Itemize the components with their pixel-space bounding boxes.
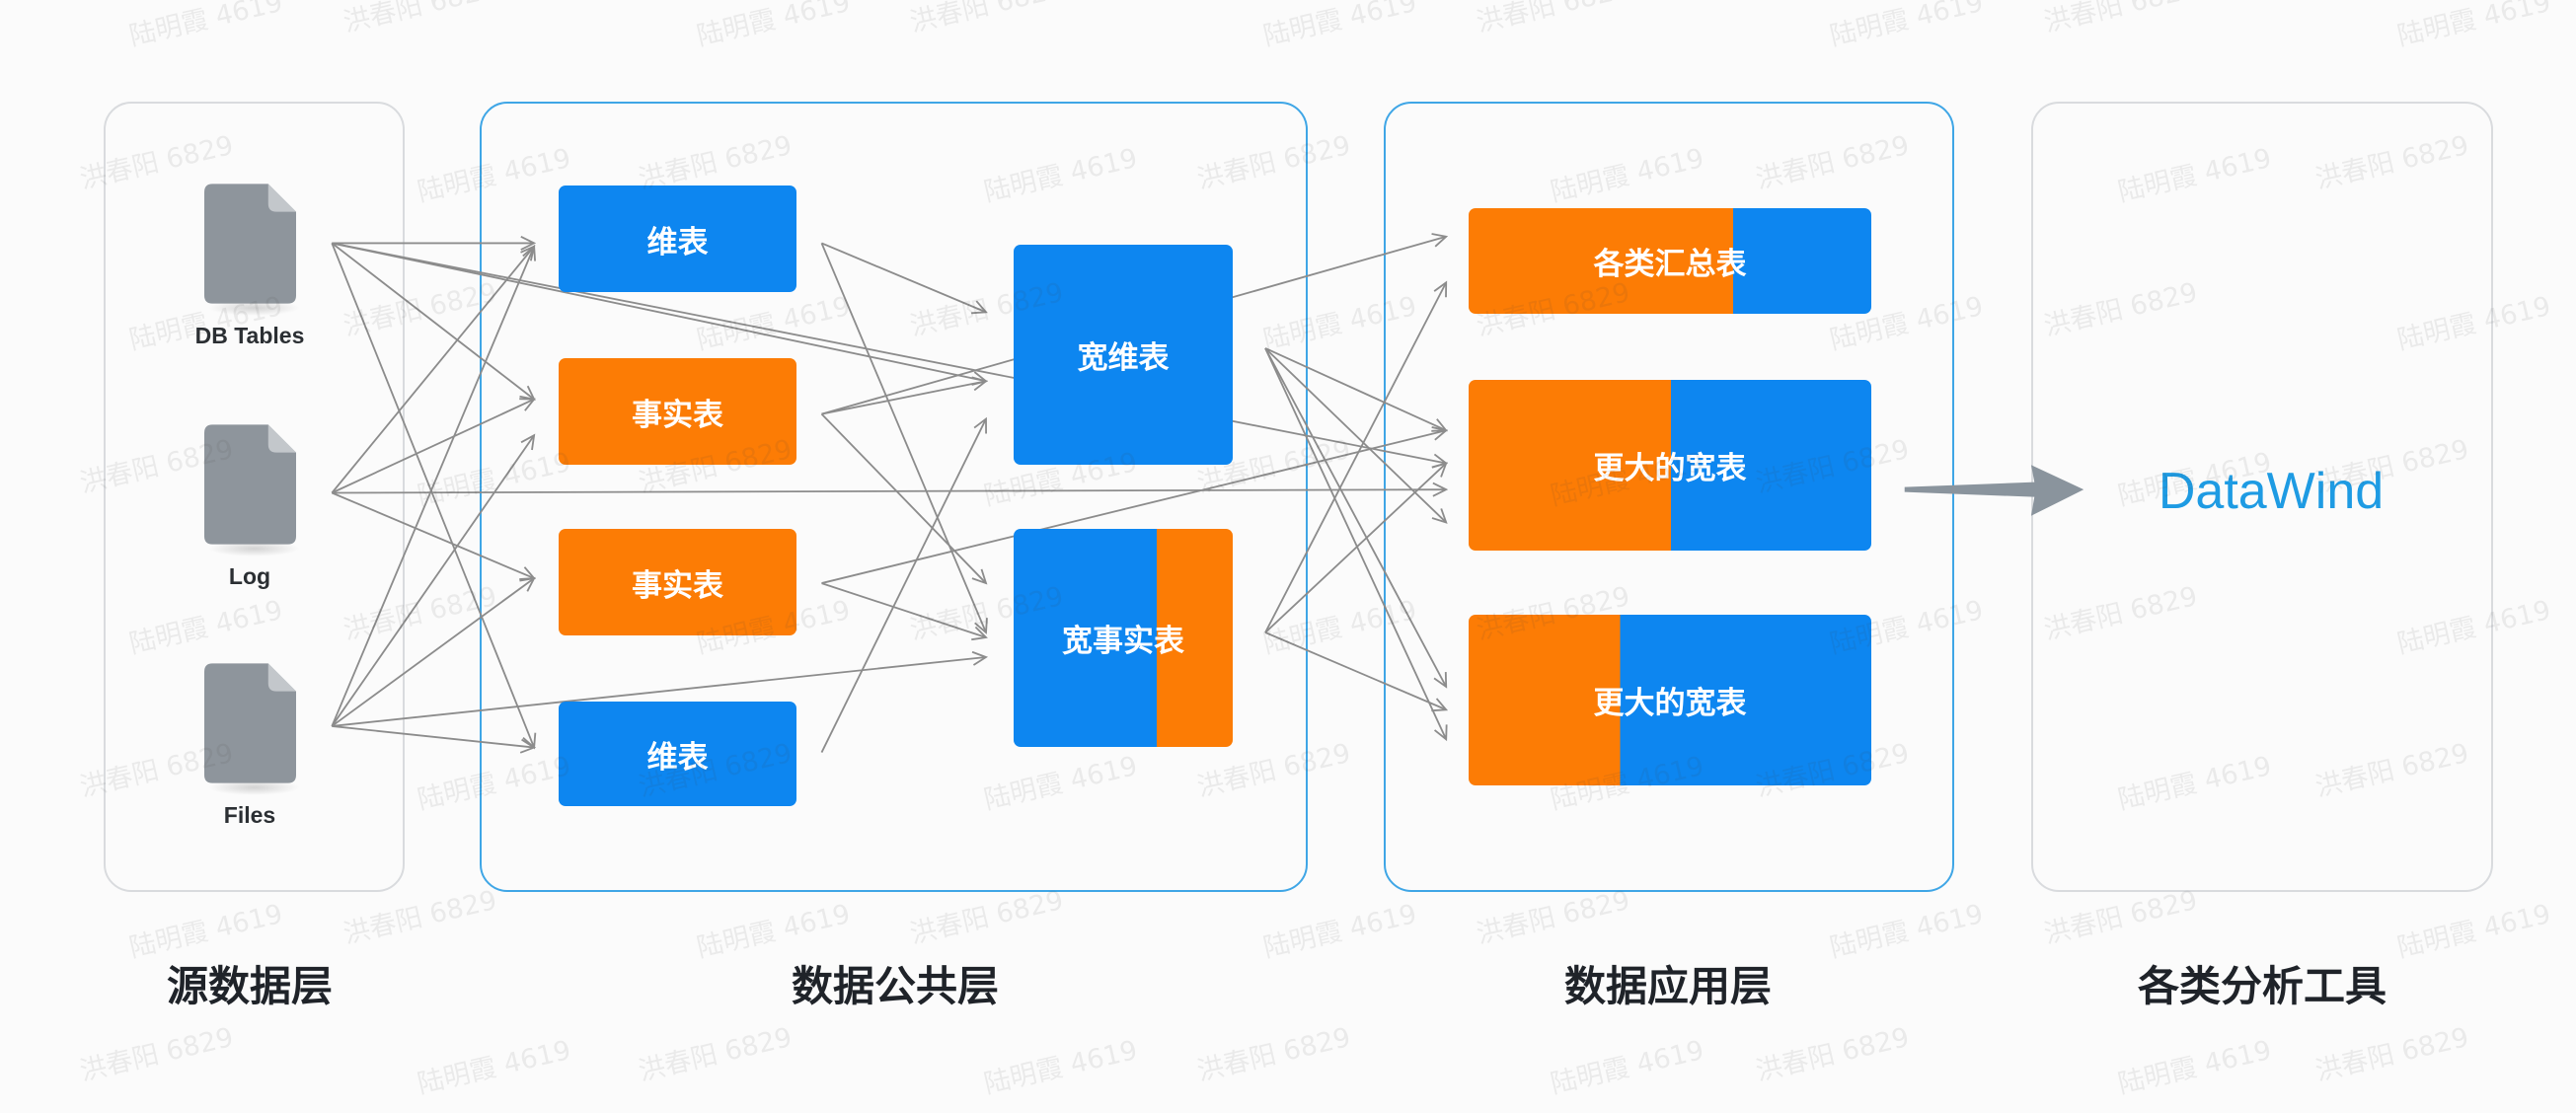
flow-arrow: [331, 491, 537, 580]
table-label: 维表: [646, 739, 709, 776]
flow-arrow: [332, 242, 989, 386]
source-files: Files: [151, 663, 348, 829]
wide-fact-table-box: 宽事实表: [1014, 529, 1233, 747]
document-icon: [203, 424, 296, 545]
application-layer-panel: [1384, 102, 1954, 892]
dimension-table-box: 维表: [559, 702, 796, 806]
flow-arrow: [1264, 347, 1448, 689]
flow-arrow: [820, 416, 988, 753]
larger-wide-table-box: 更大的宽表: [1469, 615, 1871, 785]
flow-arrow: [331, 576, 536, 727]
larger-wide-table-box: 更大的宽表: [1469, 380, 1871, 551]
flow-arrow: [331, 244, 537, 727]
fact-table-box: 事实表: [559, 529, 796, 635]
dimension-table-box: 维表: [559, 186, 796, 292]
flow-arrow: [821, 242, 988, 315]
table-label: 宽维表: [1077, 340, 1170, 376]
table-label: 更大的宽表: [1593, 451, 1747, 486]
layer-caption-application: 数据应用层: [1563, 962, 1772, 1010]
flow-arrow: [821, 376, 989, 415]
flow-arrow: [1264, 347, 1449, 432]
table-label: 各类汇总表: [1593, 247, 1747, 282]
flow-arrow: [1264, 631, 1449, 712]
flow-arrow: [820, 243, 988, 634]
table-label: 事实表: [632, 567, 723, 604]
flow-arrow: [821, 426, 1449, 584]
table-label: 更大的宽表: [1593, 686, 1747, 721]
flow-arrow: [1264, 280, 1448, 633]
flow-arrow: [332, 725, 537, 754]
flow-arrow: [331, 243, 537, 750]
flow-arrow: [1264, 347, 1448, 524]
flow-arrow: [820, 412, 988, 585]
public-layer-panel: [480, 102, 1308, 892]
flow-arrow: [331, 398, 536, 494]
flow-arrow: [1264, 347, 1448, 742]
flow-arrow: [332, 242, 1449, 469]
source-layer-panel: [104, 102, 405, 892]
table-label: 维表: [646, 224, 709, 260]
document-icon: [203, 184, 296, 304]
source-label: Files: [223, 802, 276, 828]
layer-caption-public: 数据公共层: [791, 962, 999, 1010]
flow-arrow: [331, 245, 536, 494]
wide-dimension-table-box: 宽维表: [1014, 245, 1233, 465]
flow-arrows: [331, 233, 1449, 754]
source-label: Log: [228, 563, 271, 589]
flow-arrow: [332, 650, 989, 727]
flow-arrow: [331, 433, 536, 727]
flow-arrow: [1264, 462, 1448, 633]
source-label: DB Tables: [194, 323, 305, 348]
tool-name-datawind: DataWind: [2158, 463, 2385, 520]
table-label: 事实表: [632, 397, 723, 433]
summary-table-box: 各类汇总表: [1469, 208, 1871, 314]
source-log: Log: [151, 424, 348, 590]
flow-arrow: [821, 582, 988, 641]
source-db-tables: DB Tables: [151, 184, 348, 349]
fact-table-box: 事实表: [559, 358, 796, 465]
layer-caption-source: 源数据层: [166, 962, 333, 1010]
flow-arrow: [331, 242, 536, 401]
output-arrow: [1904, 465, 2084, 516]
layer-caption-tools: 各类分析工具: [2137, 962, 2387, 1010]
flow-arrow: [332, 482, 1449, 497]
table-label: 宽事实表: [1062, 624, 1184, 659]
document-icon: [203, 663, 296, 783]
